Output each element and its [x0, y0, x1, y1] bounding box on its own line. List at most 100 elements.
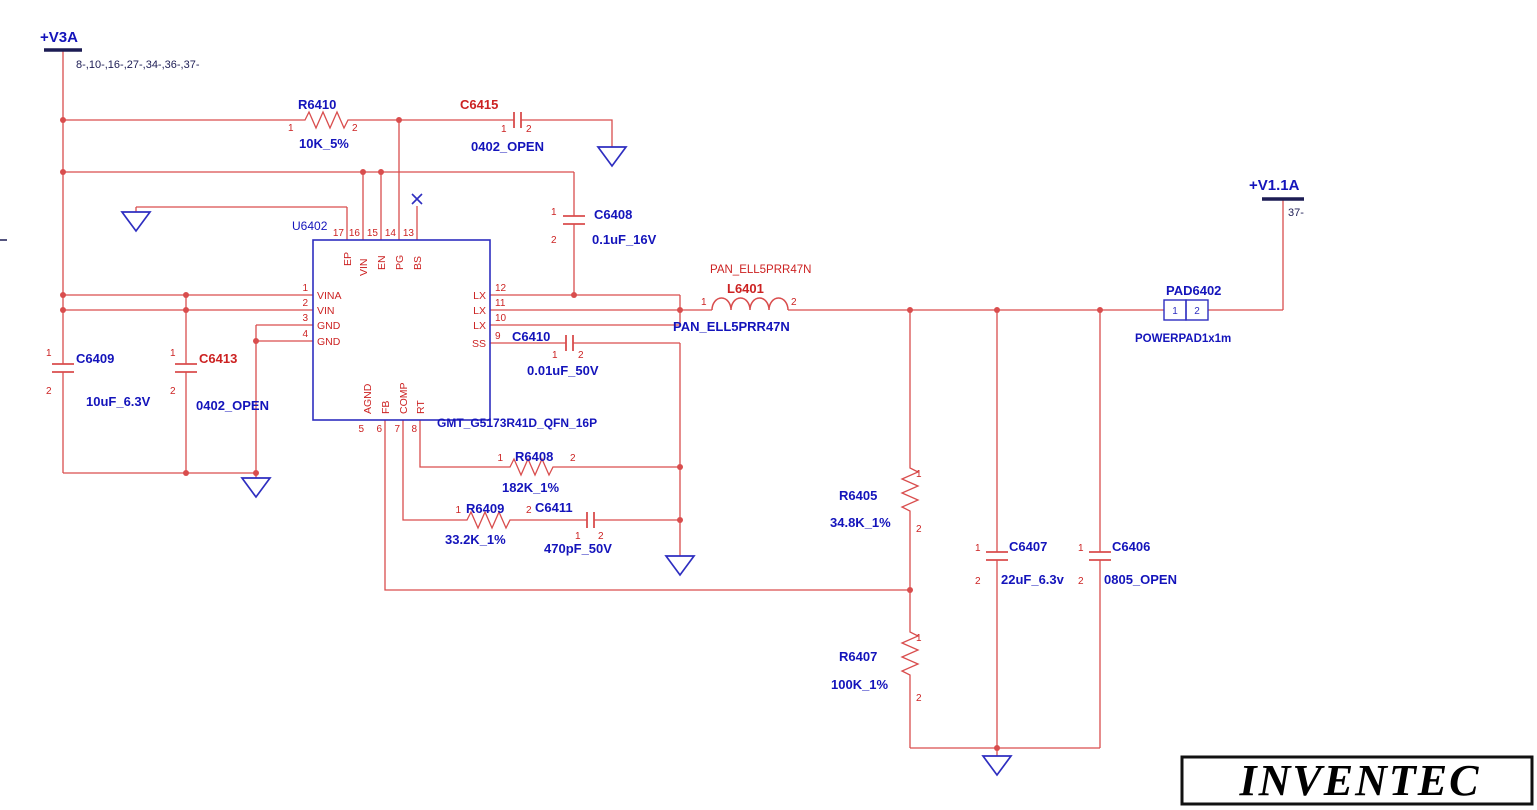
r6410-value: 10K_5%: [299, 136, 349, 151]
r6410-refdes: R6410: [298, 97, 336, 112]
u6402-pin10-name: LX: [473, 320, 486, 332]
r6405-pin1: 1: [916, 469, 922, 480]
u6402-refdes: U6402: [292, 219, 328, 233]
r6405-pin2: 2: [916, 524, 922, 535]
u6402-pin17-name: EP: [342, 252, 354, 266]
v3a-rail-pins: 8-,10-,16-,27-,34-,36-,37-: [76, 59, 200, 71]
ground-symbol: [596, 146, 628, 168]
c6407-pin1: 1: [975, 543, 981, 554]
u6402-pin9-number: 9: [495, 331, 501, 342]
u6402-pin11-number: 11: [495, 298, 506, 309]
c6408-pin1: 1: [551, 207, 557, 218]
c6411-pin1: 1: [575, 531, 581, 542]
no-connect-x-icon: [411, 193, 423, 205]
l6401-pin1: 1: [701, 297, 707, 308]
c6411-refdes: C6411: [535, 500, 573, 515]
c6406-pin2: 2: [1078, 576, 1084, 587]
v11a-rail-label: +V1.1A: [1249, 177, 1300, 194]
u6402-pin4-name: GND: [317, 336, 341, 348]
r6409-pin2: 2: [526, 505, 532, 516]
u6402-pin4-number: 4: [302, 329, 308, 340]
r6407-refdes: R6407: [839, 649, 877, 664]
u6402-pin2-number: 2: [302, 298, 308, 309]
u6402-pin14-number: 14: [385, 228, 397, 239]
u6402-pin14-name: PG: [394, 255, 406, 270]
u6402-pin13-number: 13: [403, 228, 415, 239]
c6406-value: 0805_OPEN: [1104, 572, 1177, 587]
u6402-pin12-name: LX: [473, 290, 486, 302]
c6409-symbol: [52, 363, 74, 373]
l6401-pin2: 2: [791, 297, 797, 308]
u6402-pin1-name: VINA: [317, 290, 342, 302]
u6402-pin6-name: FB: [380, 401, 392, 414]
c6410-pin2: 2: [578, 350, 584, 361]
c6408-pin2: 2: [551, 235, 557, 246]
c6407-refdes: C6407: [1009, 539, 1047, 554]
r6409-value: 33.2K_1%: [445, 532, 506, 547]
c6410-symbol: [565, 335, 574, 351]
c6415-symbol: [513, 112, 522, 128]
r6407-value: 100K_1%: [831, 677, 889, 692]
c6415-pin2: 2: [526, 124, 532, 135]
c6411-symbol: [586, 512, 595, 528]
c6411-value: 470pF_50V: [544, 541, 612, 556]
r6409-pin1: 1: [455, 505, 461, 516]
r6408-pin2: 2: [570, 453, 576, 464]
u6402-pin17-number: 17: [333, 228, 345, 239]
c6409-pin2: 2: [46, 386, 52, 397]
u6402-pin8-name: RT: [415, 400, 427, 414]
c6411-pin2: 2: [598, 531, 604, 542]
c6406-symbol: [1089, 551, 1111, 561]
r6408-pin1: 1: [497, 453, 503, 464]
c6407-symbol: [986, 551, 1008, 561]
inventec-logo: INVENTEC: [1180, 755, 1534, 806]
u6402-pin7-name: COMP: [398, 383, 410, 415]
u6402-pin7-number: 7: [394, 424, 400, 435]
u6402-pin10-number: 10: [495, 313, 507, 324]
junction-dots: [60, 117, 1103, 751]
u6402-pin1-number: 1: [302, 283, 308, 294]
l6401-part: PAN_ELL5PRR47N: [710, 264, 811, 276]
c6408-symbol: [563, 215, 585, 225]
r6408-value: 182K_1%: [502, 480, 560, 495]
ground-symbol: [240, 477, 272, 499]
pad6402-value: POWERPAD1x1m: [1135, 333, 1231, 345]
u6402-part-number: GMT_G5173R41D_QFN_16P: [437, 416, 597, 430]
u6402-pin3-number: 3: [302, 313, 308, 324]
ground-symbol: [120, 211, 152, 233]
u6402-pin8-number: 8: [411, 424, 417, 435]
ground-symbol: [664, 555, 696, 577]
r6409-refdes: R6409: [466, 501, 504, 516]
u6402-pin3-name: GND: [317, 320, 341, 332]
u6402-pin5-number: 5: [358, 424, 364, 435]
u6402-pin16-number: 16: [349, 228, 361, 239]
v3a-rail-label: +V3A: [40, 29, 78, 46]
c6408-refdes: C6408: [594, 207, 632, 222]
u6402-pin6-number: 6: [376, 424, 382, 435]
r6407-pin2: 2: [916, 693, 922, 704]
u6402-pin15-number: 15: [367, 228, 379, 239]
u6402-pin2-name: VIN: [317, 305, 335, 317]
pad6402-pin1: 1: [1172, 306, 1178, 317]
u6402-pin9-name: SS: [472, 338, 486, 350]
c6410-value: 0.01uF_50V: [527, 363, 599, 378]
l6401-symbol: [711, 297, 789, 311]
inventec-logo-text: INVENTEC: [1239, 756, 1481, 805]
c6407-pin2: 2: [975, 576, 981, 587]
l6401-refdes: L6401: [727, 281, 764, 296]
c6410-refdes: C6410: [512, 329, 550, 344]
c6413-pin1: 1: [170, 348, 176, 359]
c6415-value: 0402_OPEN: [471, 139, 544, 154]
u6402-pin11-name: LX: [473, 305, 486, 317]
u6402-pin5-name: AGND: [362, 383, 374, 414]
c6408-value: 0.1uF_16V: [592, 232, 657, 247]
wires: [62, 50, 1284, 756]
c6415-pin1: 1: [501, 124, 507, 135]
u6402-outline: [312, 239, 491, 421]
c6409-pin1: 1: [46, 348, 52, 359]
c6413-pin2: 2: [170, 386, 176, 397]
u6402-pin16-name: VIN: [358, 258, 370, 276]
pad6402-pin2: 2: [1194, 306, 1200, 317]
r6410-pin2: 2: [352, 123, 358, 134]
